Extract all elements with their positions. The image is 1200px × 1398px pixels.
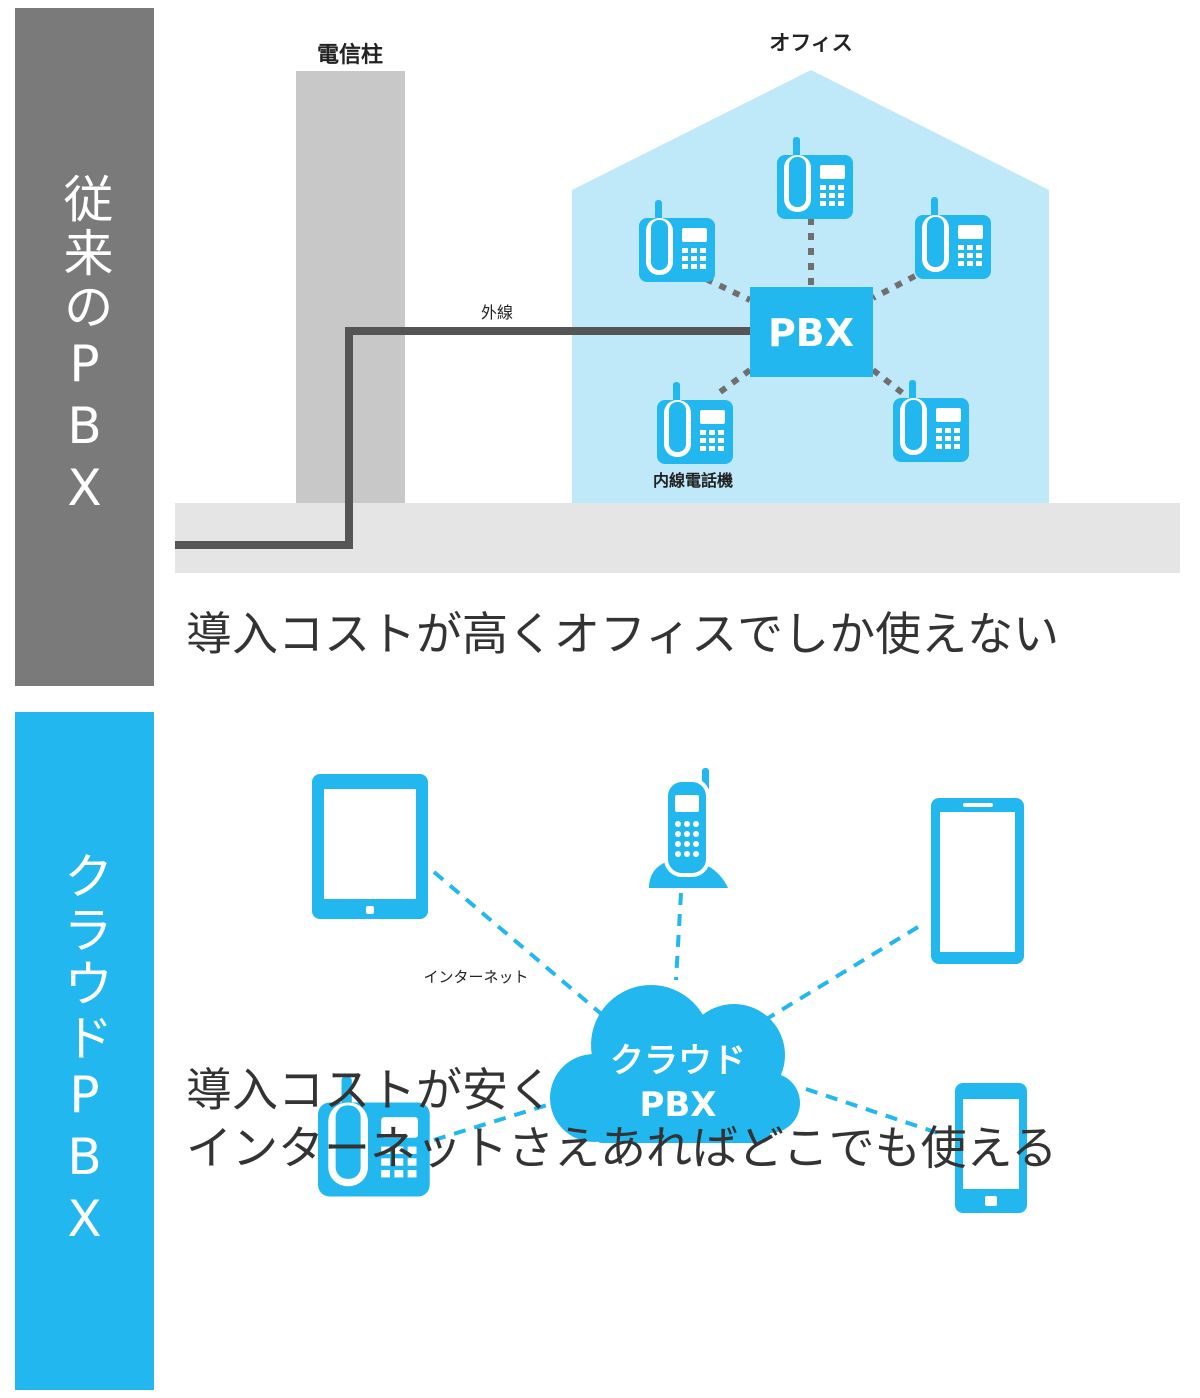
smartphone-icon: [931, 798, 1024, 964]
extension-links: [704, 218, 917, 398]
cloud-pbx-label-line2: PBX: [639, 1085, 716, 1125]
side-label-legacy-pbx: 従来のPBX: [15, 8, 154, 686]
side-label-legacy-text: 従来のPBX: [55, 173, 114, 521]
cloud-caption-line2: インターネットさえあればどこでも使える: [186, 1121, 1058, 1175]
legacy-caption: 導入コストが高くオフィスでしか使えない: [186, 607, 1060, 661]
cloud-pbx-label-line1: クラウド: [610, 1041, 746, 1081]
side-label-cloud-text: クラウドPBX: [55, 850, 114, 1252]
internet-links: [432, 870, 939, 1142]
smartphone-icon: [955, 1083, 1027, 1213]
outside-line-label: 外線: [481, 303, 513, 322]
internet-label: インターネット: [423, 968, 528, 986]
pbx-box: [750, 287, 873, 377]
pbx-label: PBX: [768, 311, 854, 355]
extension-phone-label: 内線電話機: [653, 471, 733, 490]
tablet-icon: [312, 774, 428, 919]
office-building: [572, 70, 1049, 503]
outside-line: [175, 327, 751, 549]
cloud-icon: [550, 985, 800, 1143]
office-label: オフィス: [769, 31, 853, 55]
cordless-phone-icon: [649, 768, 728, 888]
utility-pole-label: 電信柱: [317, 42, 383, 68]
ground: [175, 503, 1180, 573]
cloud-caption-line1: 導入コストが安く: [186, 1063, 554, 1117]
side-label-cloud-pbx: クラウドPBX: [15, 712, 154, 1390]
